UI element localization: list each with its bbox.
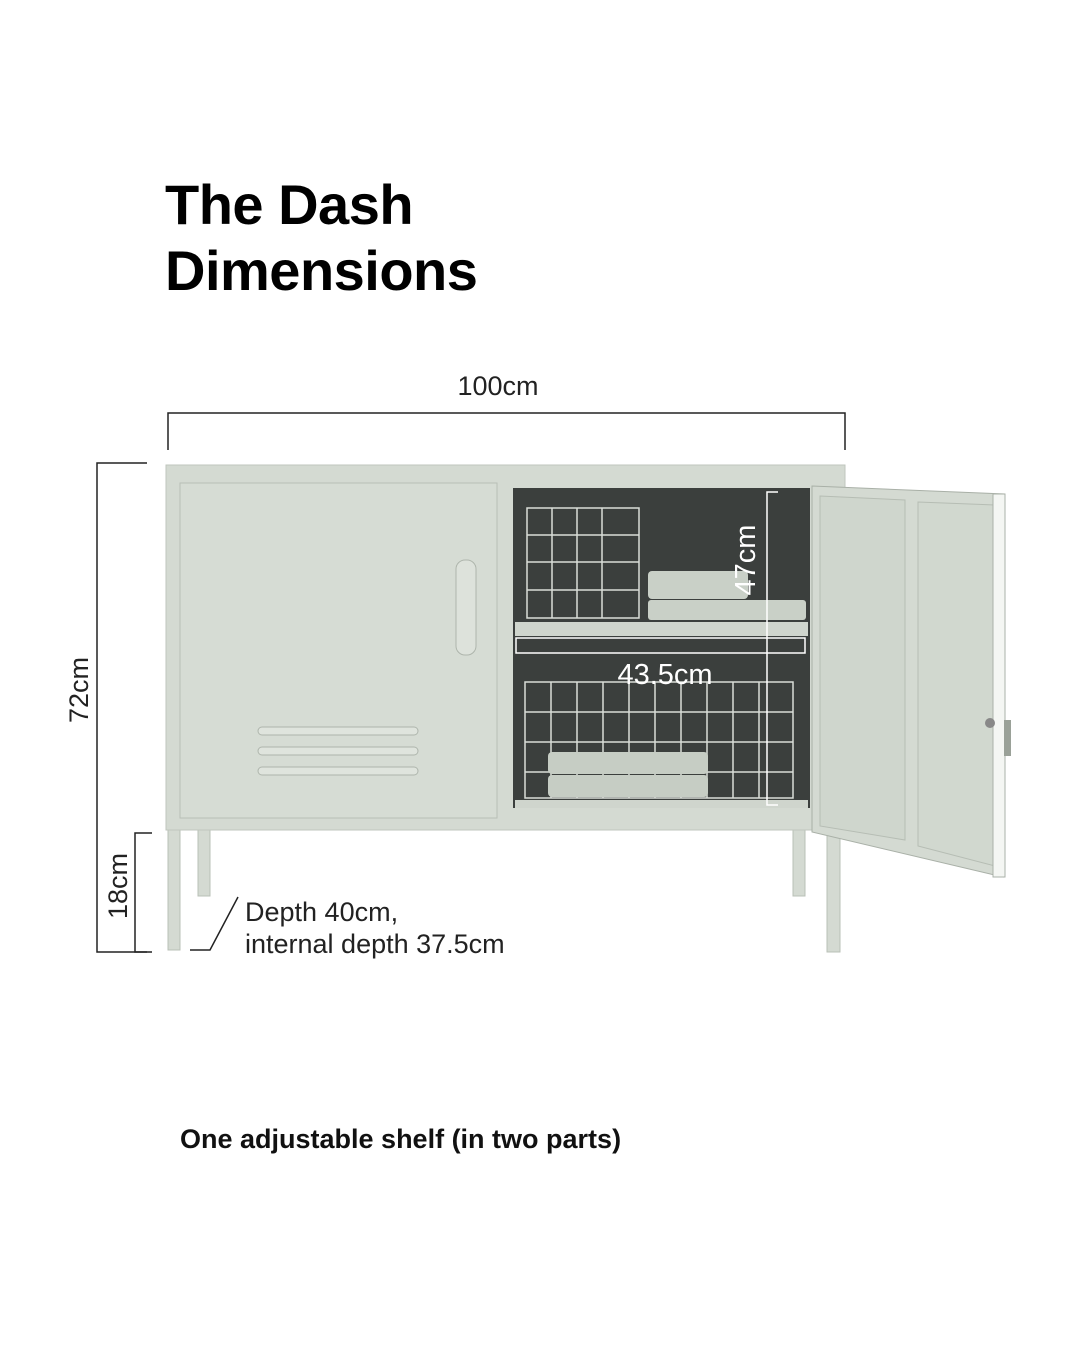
wire-basket-bottom (524, 681, 794, 799)
bottom-shelf (515, 800, 808, 808)
depth-label-line-2: internal depth 37.5cm (245, 929, 505, 959)
adjustable-shelf (515, 622, 808, 636)
internal-width-label: 43.5cm (617, 659, 712, 691)
door-vents (257, 726, 419, 776)
height-dimension-bracket (96, 462, 239, 953)
door-handle (455, 559, 477, 656)
left-door (179, 482, 498, 819)
width-dimension-bracket (167, 412, 846, 450)
internal-dimension-lines (515, 491, 806, 806)
title-line-2: Dimensions (165, 239, 478, 302)
width-label: 100cm (457, 371, 538, 401)
key-icon (1004, 720, 1011, 756)
internal-height-label: 47cm (730, 525, 762, 596)
folded-linen-bottom (548, 752, 708, 797)
title-line-1: The Dash (165, 173, 414, 236)
leg-height-label: 18cm (103, 853, 133, 919)
wire-basket-top (526, 507, 640, 619)
shelf-caption: One adjustable shelf (in two parts) (180, 1124, 622, 1154)
lock-icon (985, 718, 995, 728)
page-title: The Dash Dimensions (165, 172, 478, 304)
depth-label-line-1: Depth 40cm, (245, 897, 398, 927)
height-label: 72cm (64, 657, 94, 723)
door-inner-panel (819, 495, 906, 841)
door-edge (992, 493, 1006, 878)
